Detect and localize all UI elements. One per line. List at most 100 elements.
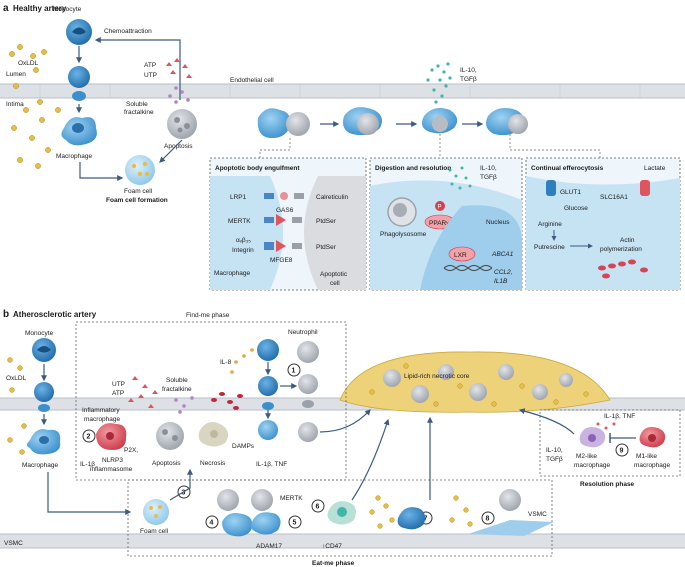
label-foam-cell-formation: Foam cell formation	[106, 197, 168, 204]
digestion-ppar: PPARγ	[429, 220, 450, 227]
foam-cell-b	[143, 499, 169, 525]
step-4: 4	[205, 515, 219, 529]
cd47-cell	[327, 501, 356, 525]
svg-text:1: 1	[292, 368, 296, 375]
label-tgfb-a: TGFβ	[460, 76, 477, 83]
glut1-transporter	[546, 180, 556, 196]
efferocytosis-eat-me	[217, 489, 281, 537]
step-6: 6	[311, 499, 325, 513]
label-foam-cell-a: Foam cell	[124, 188, 153, 195]
label-fractalkine-b: fractalkine	[162, 386, 192, 393]
monocyte-transmigrating-b	[34, 382, 54, 412]
label-apoptosis-b: Apoptosis	[152, 460, 181, 467]
digestion-il10-particles	[448, 166, 472, 190]
label-resolution-phase: Resolution phase	[580, 481, 635, 488]
label-inflammatory: Inflammatory	[82, 407, 120, 414]
label-cd47: ↑CD47	[322, 543, 342, 550]
digestion-phagolysosome: Phagolysosome	[380, 231, 427, 238]
engulfment-mertk: MERTK	[228, 218, 251, 225]
svg-text:4: 4	[210, 520, 214, 527]
engulfment-mfge8: MFGE8	[270, 257, 293, 264]
engulfment-macrophage: Macrophage	[214, 270, 251, 277]
engulfment-macrophage-membrane	[210, 176, 283, 290]
engulfment-cell: cell	[330, 280, 340, 287]
label-m2: M2-like	[576, 453, 597, 460]
label-atp-a: ATP	[144, 62, 156, 69]
label-m1-macrophage: macrophage	[634, 462, 671, 469]
monocyte-cell-a	[66, 19, 92, 45]
eat-me-phase-box	[127, 479, 553, 557]
label-necrosis: Necrosis	[200, 460, 226, 467]
label-adam17: ADAM17	[256, 543, 282, 550]
label-oxldl-a: OxLDL	[18, 60, 39, 67]
label-oxldl-b: OxLDL	[6, 375, 27, 382]
digestion-title: Digestion and resolution	[375, 165, 451, 172]
label-apoptosis-a: Apoptosis	[164, 143, 193, 150]
label-monocyte-a: Monocyte	[53, 6, 82, 13]
label-inflammasome: inflammasome	[90, 466, 133, 473]
engulfment-lrp1: LRP1	[230, 194, 247, 201]
resolution-phase-box	[539, 409, 681, 477]
label-soluble-a: Soluble	[126, 101, 148, 108]
monocyte-cell-b	[32, 338, 56, 362]
macrophage-dying-b	[397, 507, 426, 530]
label-fractalkine-a: fractalkine	[124, 109, 154, 116]
lxr	[448, 246, 476, 262]
efferocytosis-actin: Actin	[620, 237, 635, 244]
digestion-abca1: ABCA1	[491, 251, 514, 258]
svg-text:8: 8	[486, 516, 490, 523]
step-9: 9	[615, 443, 629, 457]
digestion-nucleus: Nucleus	[486, 219, 510, 226]
panel-a-letter: a	[3, 3, 9, 14]
digestion-il1b: IL1B	[494, 278, 508, 285]
apoptotic-cell-b	[156, 422, 184, 450]
digestion-tgfb: TGFβ	[480, 174, 497, 181]
step-8: 8	[481, 511, 495, 525]
engulfment-ptdser-2: PtdSer	[316, 244, 337, 251]
monocyte-transmigrating-a	[68, 66, 90, 101]
svg-text:7: 7	[424, 516, 428, 523]
efferocytosis-arginine: Arginine	[538, 221, 562, 228]
label-atp-b: ATP	[112, 390, 124, 397]
label-chemoattraction: Chemoattraction	[104, 28, 152, 35]
step-2: 2	[82, 429, 96, 443]
label-vsmc-layer: VSMC	[4, 540, 23, 547]
efferocytosis-glucose: Glucose	[564, 205, 588, 212]
efferocytosis-glut1: GLUT1	[560, 189, 581, 196]
resolution-cytokines	[596, 422, 616, 430]
necrotic-core-debris	[369, 363, 589, 407]
macrophage-cell-b	[27, 429, 61, 455]
label-damps: DAMPs	[232, 443, 255, 450]
label-neutrophil: Neutrophil	[288, 329, 318, 336]
efferocytosis-title: Continual efferocytosis	[531, 165, 604, 172]
engulfment-title: Apoptotic body engulfment	[215, 165, 300, 172]
endothelium-seams-a	[39, 84, 641, 98]
label-m2-macrophage: macrophage	[574, 462, 611, 469]
efferocytosis-polymerization: polymerization	[600, 246, 642, 253]
step-markers: 1 2 3 4 5 6 7 8 9	[82, 363, 629, 529]
label-eat-me-phase: Eat-me phase	[312, 560, 355, 567]
foam-cell-a	[125, 155, 155, 185]
label-il1b-tnf-2: IL-1β, TNF	[604, 413, 635, 420]
actin-filaments	[598, 259, 648, 279]
endothelium-band-a	[0, 84, 685, 98]
digestion-p: P	[438, 205, 442, 211]
label-monocyte-b: Monocyte	[25, 330, 54, 337]
neutrophil-cells	[257, 339, 319, 442]
label-necrotic-core: Lipid-rich necrotic core	[404, 373, 470, 380]
panel-a-title: Healthy artery	[13, 4, 67, 13]
label-inflammatory-macrophage: macrophage	[84, 416, 121, 423]
oxldl-particles-a	[9, 44, 61, 169]
oxldl-particles-b	[7, 357, 27, 455]
svg-text:9: 9	[620, 448, 624, 455]
svg-text:6: 6	[316, 504, 320, 511]
vsmc-efferocyte	[468, 489, 554, 536]
panel-b-title: Atherosclerotic artery	[13, 310, 97, 319]
apoptotic-cell-a	[167, 109, 197, 139]
label-il8: IL-8	[220, 359, 232, 366]
lipid-clusters-b	[369, 495, 473, 529]
digestion-lxr: LXR	[454, 252, 467, 259]
find-me-signals-a	[166, 58, 192, 104]
engulfment-ptdser-1: PtdSer	[316, 218, 337, 225]
